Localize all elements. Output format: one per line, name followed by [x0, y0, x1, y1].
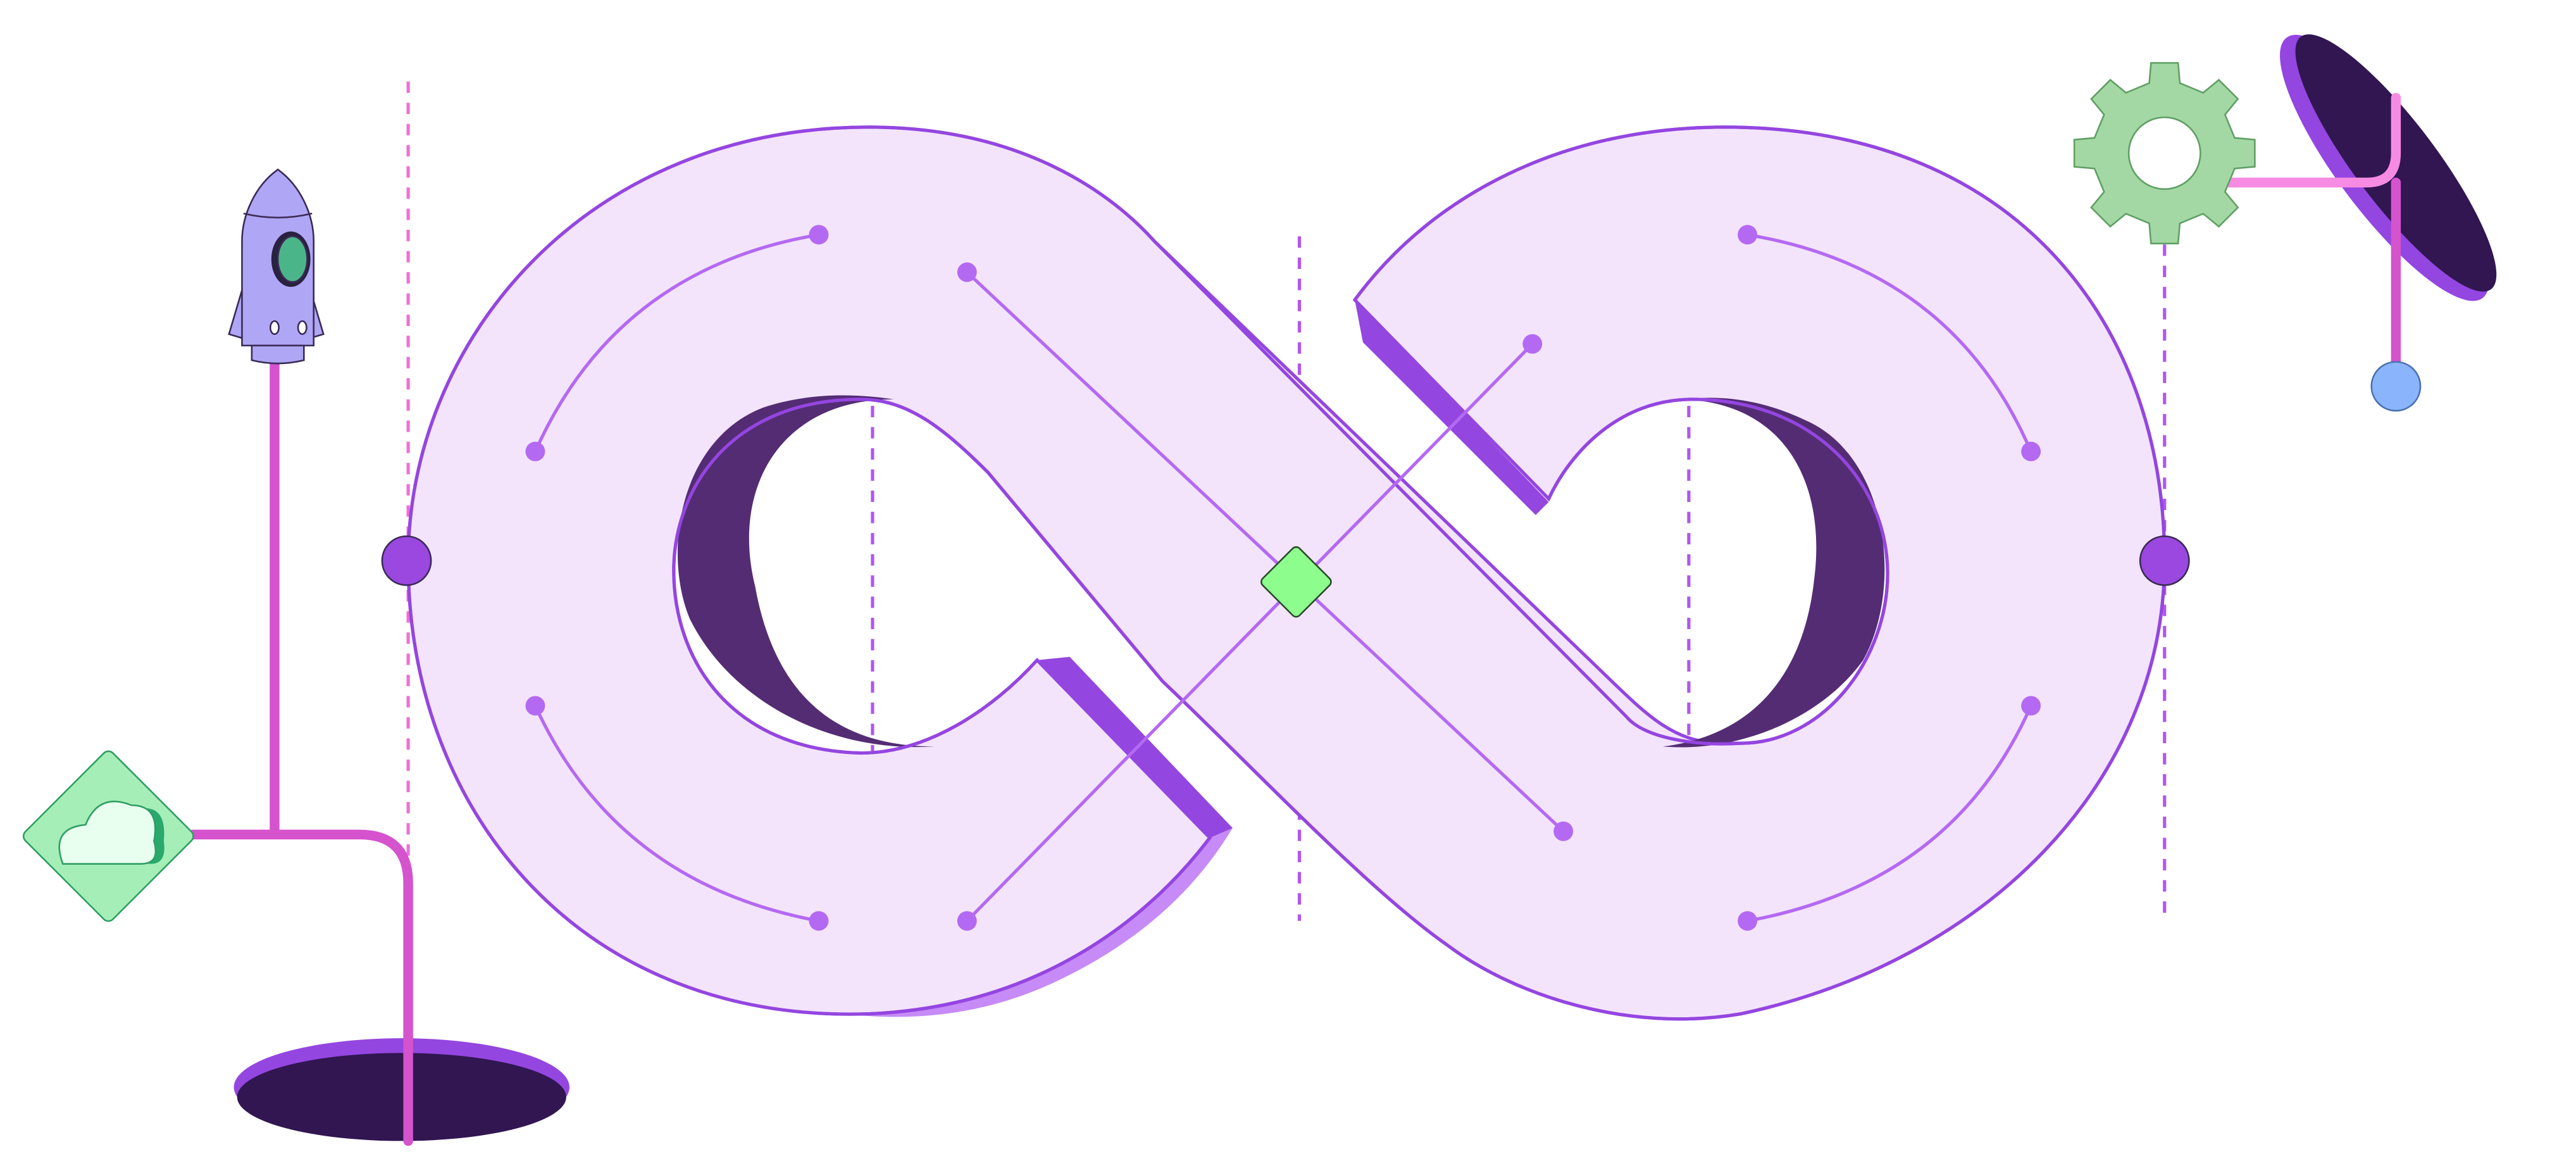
right-pipes — [2225, 92, 2401, 367]
portal-bottom-icon — [233, 1038, 569, 1141]
portal-top-icon — [2280, 34, 2497, 301]
gear-shape — [2073, 62, 2256, 244]
left-node[interactable] — [381, 535, 432, 586]
circuit-lines — [533, 233, 2033, 923]
left-pipes — [188, 356, 413, 1146]
cloud-icon[interactable] — [21, 749, 196, 924]
gear-icon — [2073, 62, 2256, 244]
infinity-band-outline — [406, 125, 2167, 1021]
circuit-dots — [525, 225, 2041, 931]
blue-knob-icon[interactable] — [2370, 361, 2422, 412]
right-hole-shadow — [1662, 398, 1885, 748]
rocket-icon — [228, 168, 325, 365]
center-diamond-icon[interactable] — [1259, 545, 1333, 619]
left-hole-shadow — [677, 395, 935, 748]
right-node[interactable] — [2139, 535, 2190, 586]
